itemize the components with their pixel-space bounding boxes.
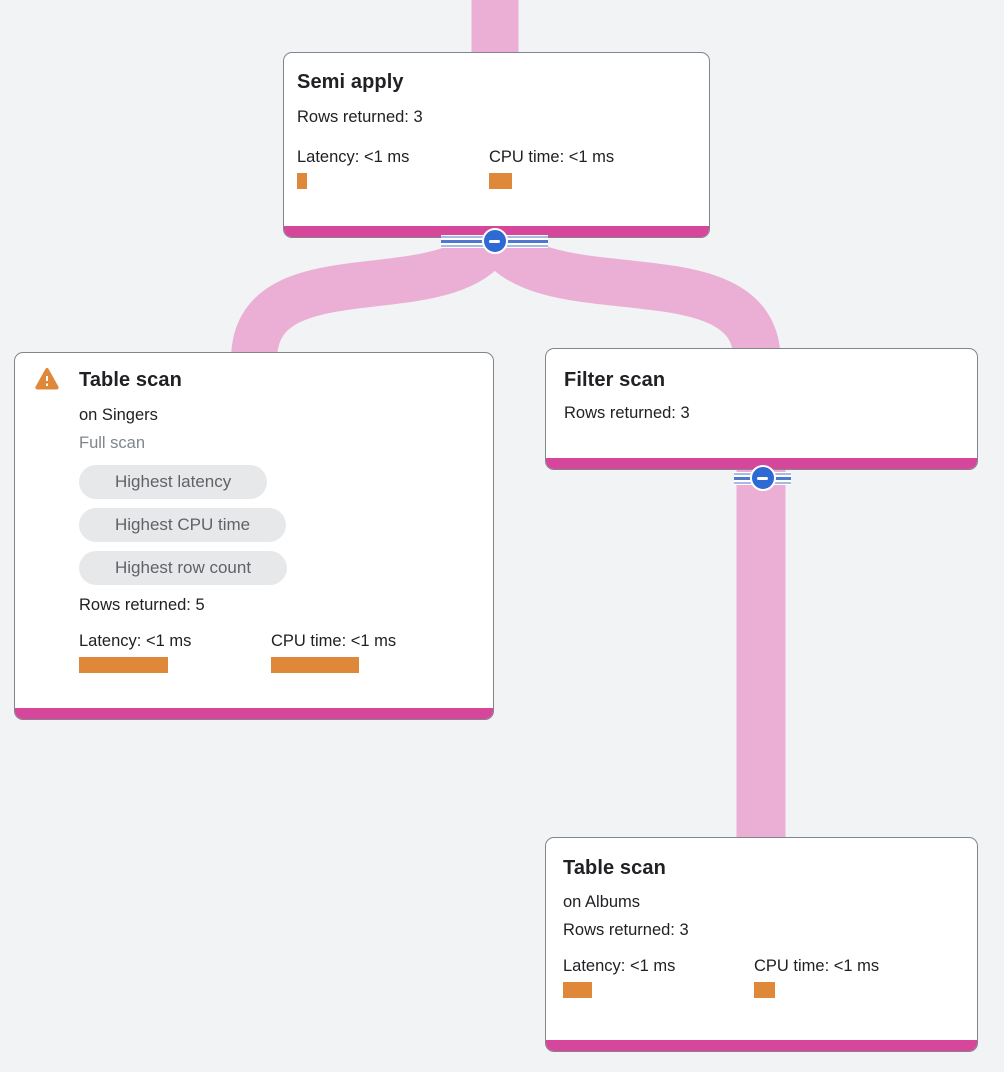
warning-icon (35, 368, 59, 390)
minus-icon (757, 476, 768, 480)
collapse-filter-scan-children-button[interactable] (734, 464, 791, 492)
node-title: Semi apply (297, 71, 404, 93)
node-table-scan-albums[interactable]: Table scan on Albums Rows returned: 3 La… (545, 837, 978, 1052)
latency-bar (79, 657, 168, 673)
minus-icon (489, 239, 500, 243)
node-semi-apply[interactable]: Semi apply Rows returned: 3 Latency: <1 … (283, 52, 710, 238)
node-title: Table scan (563, 857, 666, 879)
collapse-semi-apply-children-button[interactable] (441, 227, 548, 255)
rows-returned-text: Rows returned: 3 (564, 404, 690, 422)
node-filter-scan[interactable]: Filter scan Rows returned: 3 (545, 348, 978, 470)
node-accent-bar (15, 708, 493, 719)
edge-semi-apply-to-table-scan-singers (231, 223, 515, 362)
latency-label: Latency: <1 ms (563, 957, 676, 975)
latency-bar (563, 982, 592, 998)
node-table-scan-singers[interactable]: Table scan on Singers Full scan Highest … (14, 352, 494, 720)
edge-semi-apply-to-filter-scan (475, 222, 781, 362)
rows-returned-text: Rows returned: 3 (297, 108, 423, 126)
node-title: Filter scan (564, 369, 666, 391)
cpu-time-label: CPU time: <1 ms (489, 148, 615, 166)
cpu-time-bar (489, 173, 512, 189)
cpu-time-label: CPU time: <1 ms (754, 957, 880, 975)
scan-type-text: Full scan (79, 434, 146, 452)
collapse-circle (749, 465, 776, 491)
latency-label: Latency: <1 ms (79, 632, 192, 650)
node-title: Table scan (79, 369, 182, 391)
node-accent-bar (546, 1040, 977, 1051)
node-accent-bar (546, 458, 977, 469)
badge-highest-row-count: Highest row count (79, 551, 288, 585)
cpu-time-bar (271, 657, 359, 673)
latency-bar (297, 173, 307, 189)
collapse-circle (481, 228, 508, 254)
rows-returned-text: Rows returned: 5 (79, 596, 205, 614)
latency-label: Latency: <1 ms (297, 148, 410, 166)
node-subtitle: on Singers (79, 406, 158, 424)
node-subtitle: on Albums (563, 893, 641, 911)
rows-returned-text: Rows returned: 3 (563, 921, 689, 939)
badge-highest-cpu-time: Highest CPU time (79, 508, 287, 542)
badge-highest-latency: Highest latency (79, 465, 268, 499)
cpu-time-bar (754, 982, 775, 998)
cpu-time-label: CPU time: <1 ms (271, 632, 397, 650)
